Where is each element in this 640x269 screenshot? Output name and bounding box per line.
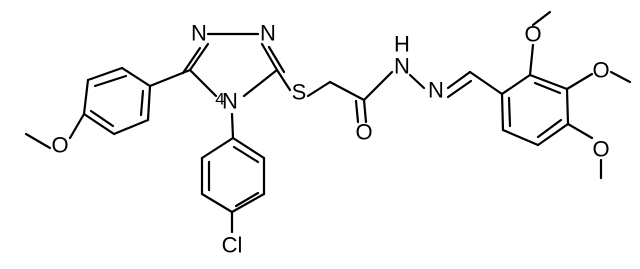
atom-label-layer: N N N 4 S O N H N O O O O Cl [51,21,609,258]
atom-methoxy-mid-oxygen: O [592,58,609,83]
atom-hydrazide-nh: N [394,54,410,79]
atom-n-triazole-top-left: N [191,21,207,46]
atom-hydrazide-h: H [394,32,410,57]
bond-layer [24,10,632,234]
atom-chlorine: Cl [222,233,243,258]
atom-methoxy-bottom-oxygen: O [592,137,609,162]
atom-imine-n: N [428,78,444,103]
atom-n-triazole-4-locant: 4 [215,90,224,109]
atom-methoxy-top-oxygen: O [524,22,541,47]
atom-sulfur: S [292,80,307,105]
atom-carbonyl-oxygen: O [355,120,372,145]
atom-methoxy-left-oxygen: O [51,133,68,158]
atom-n-triazole-4: N [222,89,238,114]
atom-n-triazole-top-right: N [260,21,276,46]
